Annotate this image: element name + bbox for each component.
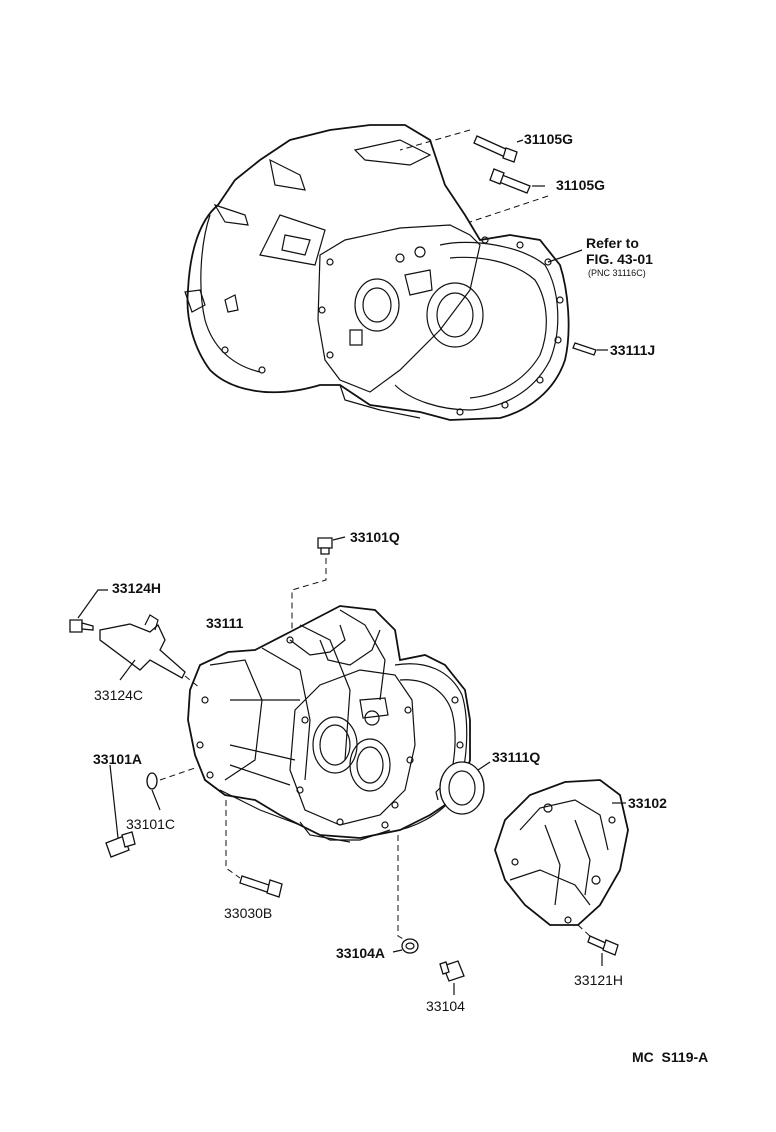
bracket-33124c-icon [99,614,186,679]
bolt-33121h-icon [587,935,619,956]
clutch-housing-assembly [184,124,570,421]
plug-33101q-icon [317,537,333,555]
refer-text-line2: FIG. 43-01 [586,251,653,267]
gasket-33101c-icon [146,772,158,790]
label-33111q: 33111Q [492,749,540,765]
bolt-31105g-lower-icon [489,168,531,194]
label-33124h: 33124H [112,580,161,596]
label-33102: 33102 [628,795,667,811]
case-cover-33102-icon [494,779,629,926]
case-bolt-bosses [196,636,464,829]
bolt-31105g-upper-icon [473,135,518,163]
label-33101c: 33101C [126,816,175,832]
plug-33101a-icon [105,831,136,858]
bolt-33030b-icon [239,875,283,898]
label-31105g-upper: 31105G [524,131,573,147]
label-33111j: 33111J [610,342,655,358]
oil-seal-33111q-icon [435,761,485,815]
gasket-33104a-icon [401,938,419,954]
label-33104a: 33104A [336,945,385,961]
label-33124c: 33124C [94,687,143,703]
bolt-33124h-icon [69,619,94,633]
label-33111: 33111 [206,615,244,631]
refer-text-line3: (PNC 31116C) [588,268,646,278]
figure-code: MC S119-A [632,1049,708,1065]
label-33030b: 33030B [224,905,272,921]
dowel-pin-33111j-icon [572,342,597,356]
refer-text-line1: Refer to [586,235,639,251]
transaxle-case-assembly [187,605,471,843]
label-31105g-lower: 31105G [556,177,605,193]
label-33101a: 33101A [93,751,142,767]
drain-plug-33104-icon [439,960,465,982]
label-33101q: 33101Q [350,529,400,545]
label-33121h: 33121H [574,972,623,988]
flange-bolt-bosses [221,236,564,416]
label-33104: 33104 [426,998,465,1014]
